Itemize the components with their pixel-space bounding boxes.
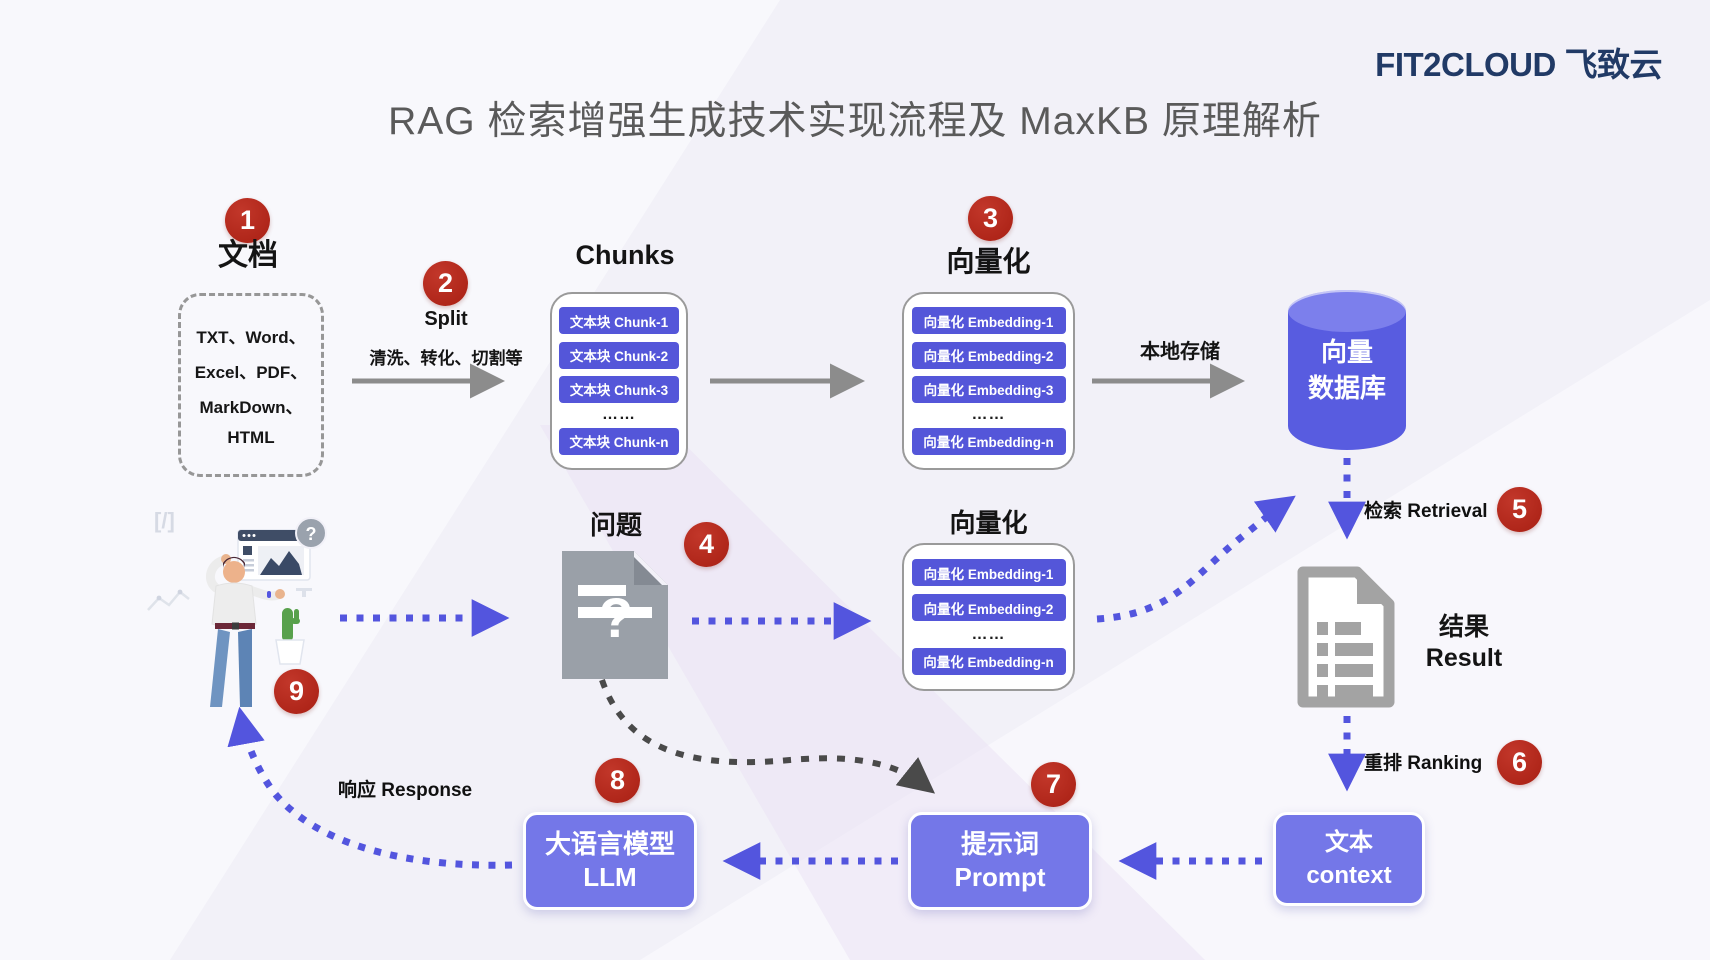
- arrow-question-to-prompt: [599, 679, 936, 794]
- split-description: 清洗、转化、切割等: [369, 349, 523, 368]
- man-illustration: [205, 554, 285, 707]
- step-badge-4: 4: [684, 522, 729, 567]
- prompt-line2: Prompt: [954, 862, 1046, 892]
- vector-db-cylinder: 向量 数据库: [1288, 290, 1406, 450]
- split-label: Split: [424, 308, 468, 330]
- llm-box: 大语言模型 LLM: [523, 812, 697, 910]
- chunk-chip: 文本块 Chunk-1: [559, 307, 679, 335]
- question-doc-icon: [562, 551, 668, 679]
- vector-db-label: 向量 数据库: [1288, 334, 1406, 406]
- result-line1: 结果: [1438, 613, 1489, 641]
- question-badge-icon: ?: [295, 517, 327, 549]
- embedding-chip: 向量化 Embedding-n: [911, 647, 1066, 675]
- code-doodle: [/]: [154, 508, 175, 533]
- arrow-question-embedding-to-db: [1096, 495, 1296, 623]
- doc-type-line: MarkDown、: [199, 397, 303, 417]
- llm-line2: LLM: [583, 862, 637, 892]
- prompt-box: 提示词 Prompt: [908, 812, 1092, 910]
- chunks-title: Chunks: [575, 240, 675, 270]
- ellipsis: ……: [971, 625, 1006, 643]
- result-line2: Result: [1425, 644, 1503, 672]
- step-badge-7: 7: [1031, 762, 1076, 807]
- documents-box: TXT、Word、 Excel、PDF、 MarkDown、 HTML: [178, 293, 324, 477]
- cactus-illustration: [275, 588, 312, 665]
- doc-type-line: HTML: [227, 427, 275, 447]
- chunks-panel: 文本块 Chunk-1 文本块 Chunk-2 文本块 Chunk-3 …… 文…: [550, 292, 688, 470]
- browser-window-illustration: [237, 529, 311, 581]
- vectorize-docs-panel: 向量化 Embedding-1 向量化 Embedding-2 向量化 Embe…: [902, 292, 1075, 470]
- brand-logo: FIT2CLOUD 飞致云: [1375, 46, 1662, 83]
- step-badge-9: 9: [274, 669, 319, 714]
- chunk-chip: 文本块 Chunk-3: [559, 375, 679, 403]
- chart-doodle: [147, 590, 190, 611]
- step-badge-2: 2: [423, 261, 468, 306]
- doc-type-line: Excel、PDF、: [194, 362, 308, 382]
- vector-db-line2: 数据库: [1307, 373, 1386, 403]
- response-label: 响应 Response: [338, 780, 473, 801]
- vectorize-question-panel: 向量化 Embedding-1 向量化 Embedding-2 …… 向量化 E…: [902, 543, 1075, 691]
- prompt-line1: 提示词: [960, 829, 1039, 859]
- embedding-chip: 向量化 Embedding-3: [911, 375, 1066, 403]
- embedding-chip: 向量化 Embedding-2: [911, 341, 1066, 369]
- result-label: 结果 Result: [1405, 612, 1523, 674]
- embedding-chip: 向量化 Embedding-1: [911, 559, 1066, 587]
- vector-db-line1: 向量: [1320, 337, 1373, 367]
- step-badge-8: 8: [595, 758, 640, 803]
- embedding-chip: 向量化 Embedding-n: [911, 427, 1066, 455]
- result-icon: [1297, 566, 1395, 708]
- local-storage-label: 本地存储: [1140, 341, 1220, 363]
- context-line2: context: [1306, 862, 1392, 889]
- vectorize-docs-title: 向量化: [946, 246, 1031, 277]
- svg-text:?: ?: [306, 524, 317, 544]
- context-box: 文本 context: [1273, 812, 1425, 906]
- question-label: 问题: [589, 510, 642, 540]
- cylinder-body: [1288, 310, 1406, 450]
- step-badge-3: 3: [968, 196, 1013, 241]
- ranking-label: 重排 Ranking: [1364, 753, 1483, 774]
- cylinder-top: [1288, 290, 1406, 332]
- retrieval-label: 检索 Retrieval: [1364, 501, 1488, 522]
- documents-label: 文档: [218, 239, 278, 272]
- llm-line1: 大语言模型: [544, 829, 675, 859]
- doc-type-line: TXT、Word、: [196, 327, 306, 347]
- user-illustration: [/] ?: [147, 508, 327, 707]
- page-title: RAG 检索增强生成技术实现流程及 MaxKB 原理解析: [388, 100, 1322, 143]
- embedding-chip: 向量化 Embedding-2: [911, 594, 1066, 622]
- ellipsis: ……: [971, 406, 1006, 424]
- step-badge-1: 1: [225, 198, 270, 243]
- ellipsis: ……: [602, 406, 636, 424]
- step-badge-5: 5: [1497, 487, 1542, 532]
- question-mark-glyph: ?: [598, 586, 634, 649]
- step-badge-6: 6: [1497, 740, 1542, 785]
- context-line1: 文本: [1325, 829, 1373, 856]
- embedding-chip: 向量化 Embedding-1: [911, 307, 1066, 335]
- chunk-chip: 文本块 Chunk-n: [559, 427, 679, 455]
- vectorize-question-title: 向量化: [949, 508, 1028, 538]
- chunk-chip: 文本块 Chunk-2: [559, 341, 679, 369]
